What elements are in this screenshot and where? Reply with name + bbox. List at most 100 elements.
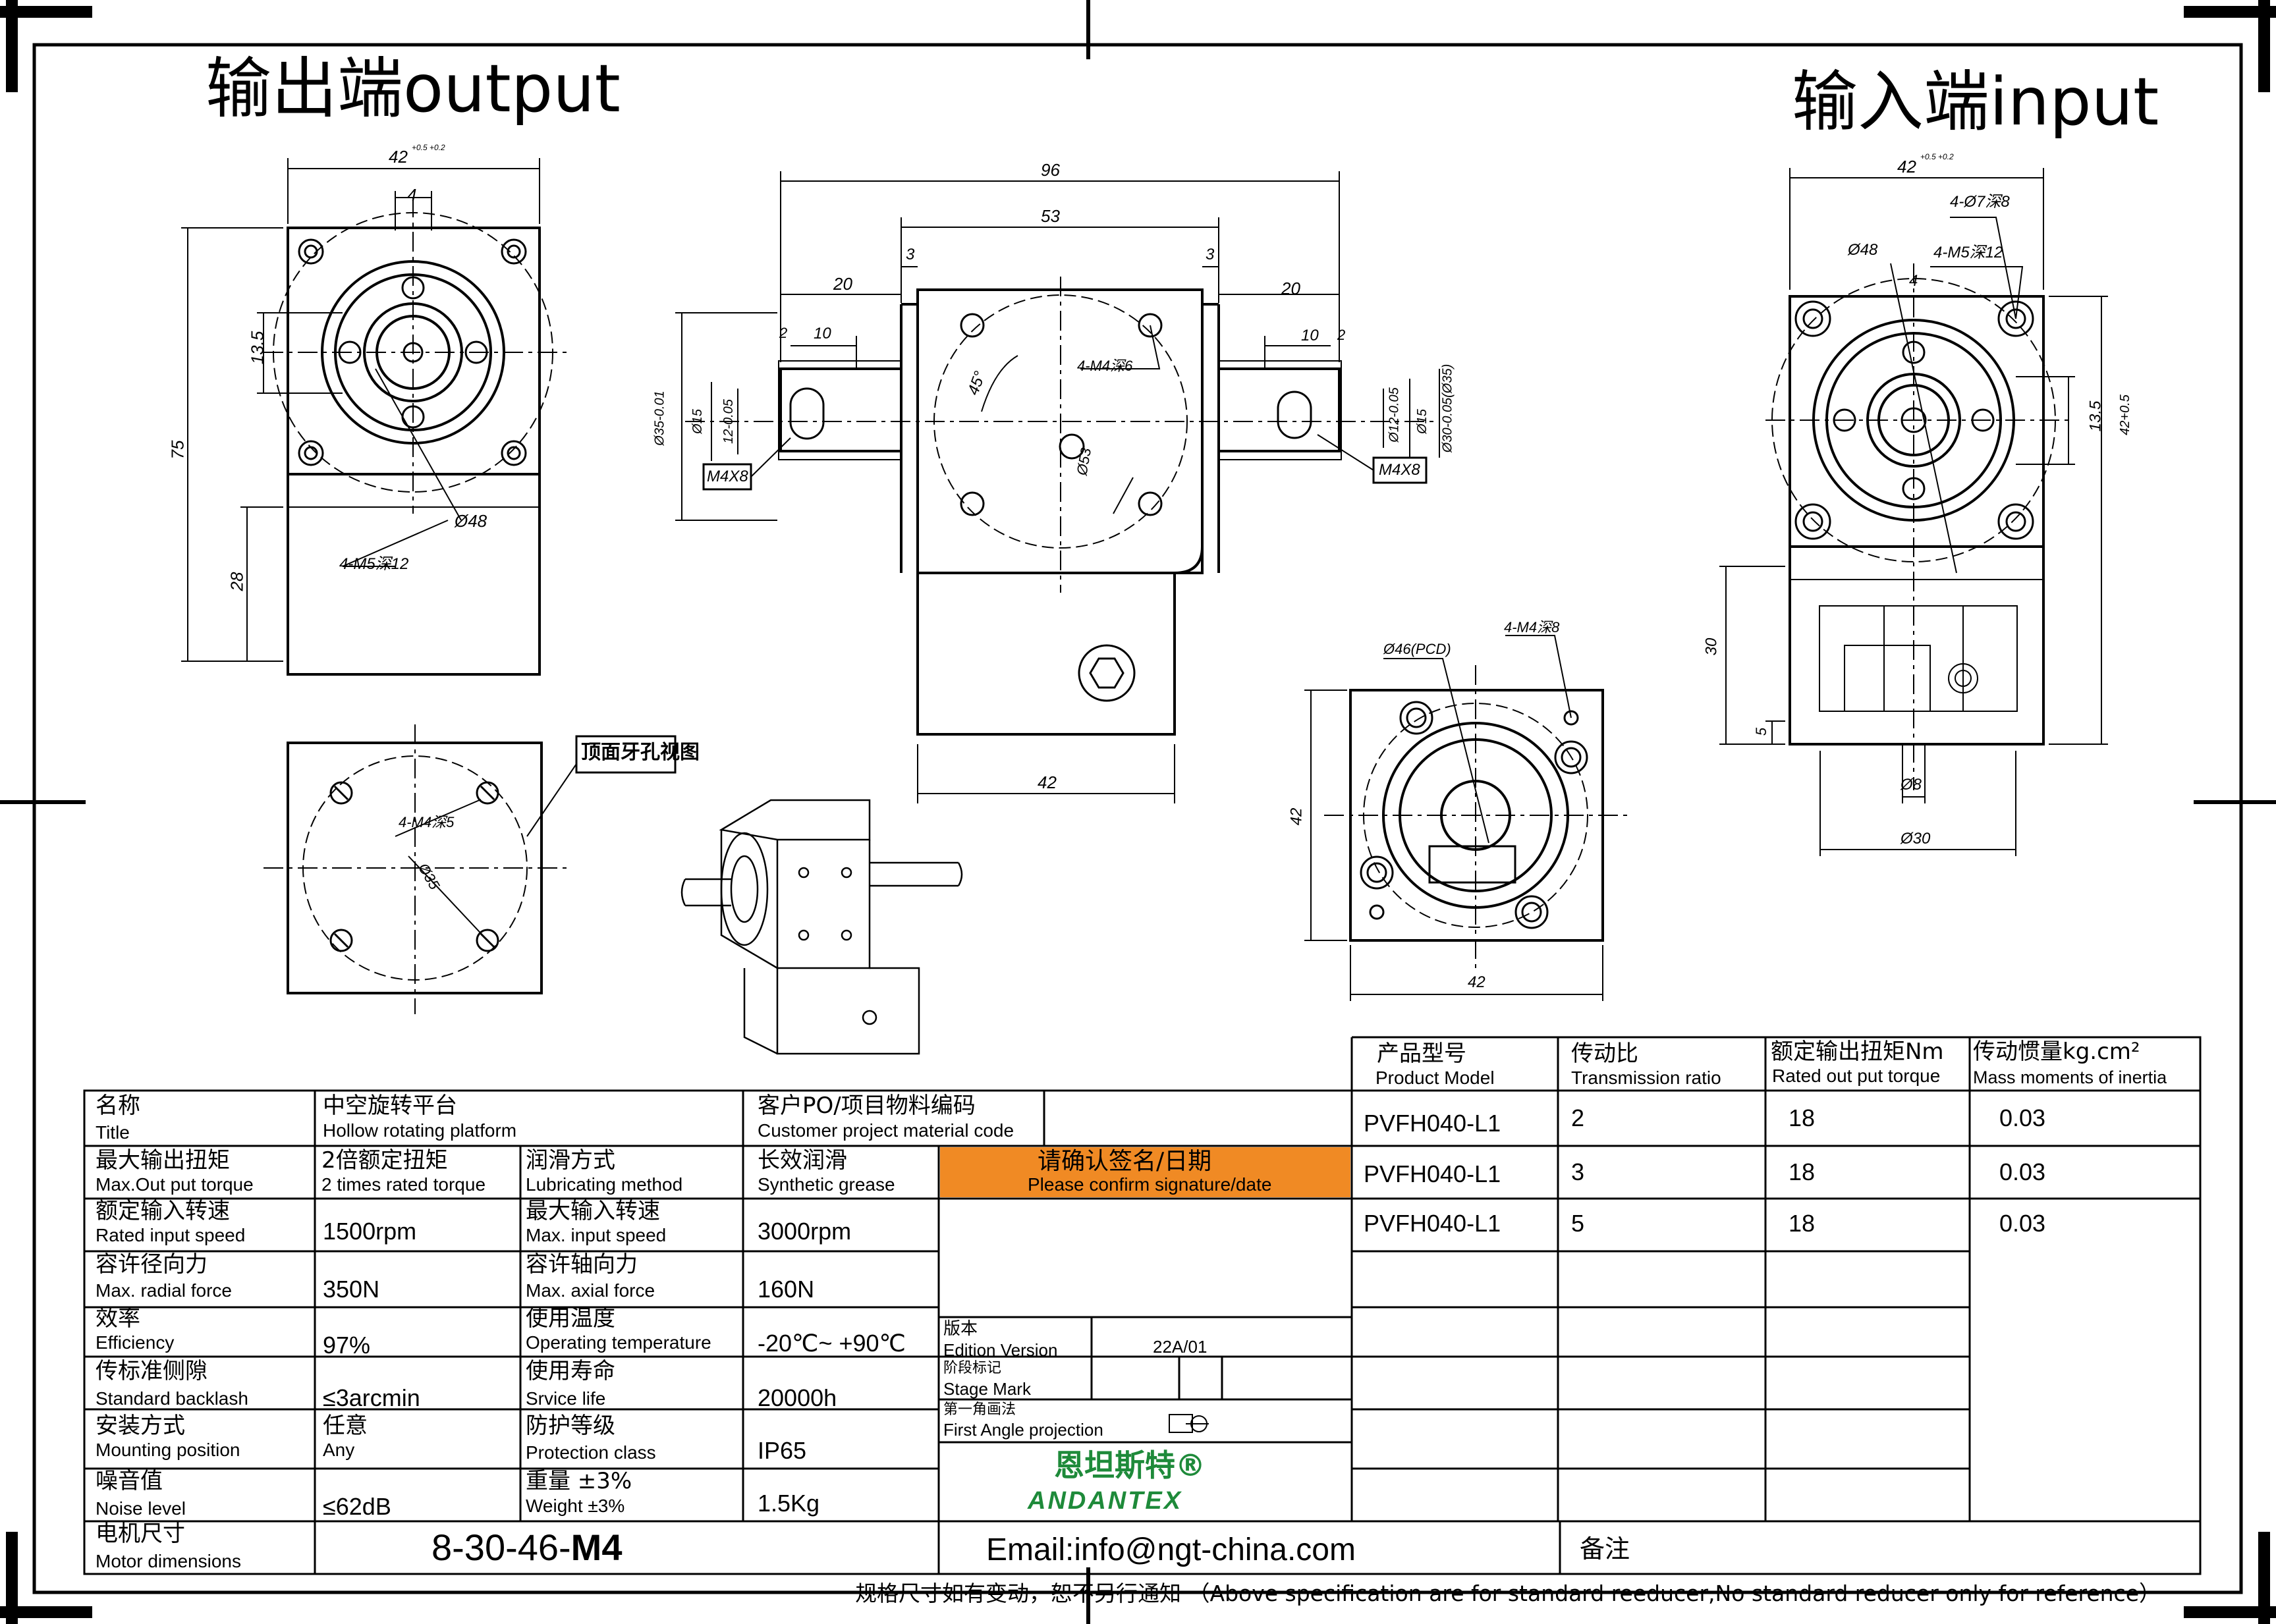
dim-side-3b: 3 <box>1206 246 1215 263</box>
dim-in-d48: Ø48 <box>1848 241 1878 259</box>
input-view <box>1719 168 2108 856</box>
dim-side-2a: 2 <box>779 325 788 341</box>
projection-en: First Angle projection <box>943 1420 1103 1440</box>
spec-motor-val: 8-30-46-M4 <box>431 1529 622 1566</box>
dim-side-12a: 12-0.05 <box>721 399 736 444</box>
dim-fl-m4: 4-M4深8 <box>1504 619 1560 636</box>
dim-top-m4: 4-M4深5 <box>399 814 455 830</box>
pt-header-model-en: Product Model <box>1375 1068 1495 1088</box>
pt-row1-ratio: 2 <box>1571 1104 1585 1131</box>
spec-title-en: Title <box>96 1122 130 1143</box>
remark-label: 备注 <box>1580 1534 1630 1563</box>
dim-in-30: 30 <box>1702 637 1721 656</box>
spec-radial-en: Max. radial force <box>96 1280 232 1301</box>
top-view-callout: 顶面牙孔视图 <box>581 741 700 764</box>
dim-in-135: 13.5 <box>2086 400 2105 432</box>
edition-val: 22A/01 <box>1153 1337 1207 1357</box>
dim-fl-42h: 42 <box>1468 973 1485 991</box>
spec-lub-val-cn: 长效润滑 <box>758 1147 847 1174</box>
dim-out-135: 13.5 <box>247 331 267 365</box>
side-view <box>675 171 1440 803</box>
dim-fl-42v: 42 <box>1287 807 1306 826</box>
pt-row2-inertia: 0.03 <box>1999 1158 2046 1185</box>
spec-title-val-en: Hollow rotating platform <box>323 1120 517 1141</box>
pt-header-inertia-cn: 传动惯量kg.cm² <box>1973 1039 2140 1065</box>
spec-motor-val-b: M4 <box>570 1527 623 1568</box>
spec-backlash-cn: 传标准侧隙 <box>96 1358 208 1384</box>
spec-lub-cn: 润滑方式 <box>526 1147 615 1174</box>
spec-weight-en: Weight ±3% <box>526 1496 625 1516</box>
spec-title-cn: 名称 <box>96 1093 140 1119</box>
dim-side-96: 96 <box>1041 160 1060 180</box>
spec-customer-cn: 客户PO/项目物料编码 <box>758 1093 976 1119</box>
dim-side-12b: Ø12-0.05 <box>1387 387 1402 443</box>
pt-row2-torque: 18 <box>1789 1158 1816 1185</box>
spec-mount-val-cn: 任意 <box>323 1413 368 1439</box>
spec-rated-speed-cn: 额定输入转速 <box>96 1198 230 1224</box>
title-block <box>83 1036 2202 1575</box>
dim-side-m4x8a: M4X8 <box>707 468 748 485</box>
spec-noise-val: ≤62dB <box>323 1493 391 1520</box>
spec-max-speed-val: 3000rpm <box>758 1218 852 1245</box>
footer-note: 规格尺寸如有变动，恕不另行通知 （Above specification are… <box>855 1581 2161 1606</box>
dim-out-28: 28 <box>227 572 247 591</box>
spec-rated-speed-en: Rated input speed <box>96 1225 246 1245</box>
spec-weight-val: 1.5Kg <box>758 1490 820 1517</box>
spec-axial-cn: 容许轴向力 <box>526 1251 638 1278</box>
dim-side-d30: Ø30-0.05(Ø35) <box>1440 364 1455 453</box>
pt-header-ratio-en: Transmission ratio <box>1571 1068 1721 1088</box>
flange-view <box>1304 635 1627 1001</box>
spec-noise-cn: 噪音值 <box>96 1468 163 1494</box>
spec-mount-cn: 安装方式 <box>96 1413 185 1439</box>
spec-max-torque-val-cn: 2倍额定扭矩 <box>321 1147 448 1174</box>
spec-eff-cn: 效率 <box>96 1305 140 1332</box>
isometric-view <box>680 799 963 1055</box>
dim-side-10b: 10 <box>1301 327 1319 344</box>
output-title: 输出端output <box>206 50 621 127</box>
dim-in-m5: 4-M5深12 <box>1933 244 2003 261</box>
dim-side-2b: 2 <box>1337 327 1346 343</box>
pt-row2-ratio: 3 <box>1571 1158 1585 1185</box>
dim-in-5: 5 <box>1753 727 1770 736</box>
spec-max-speed-cn: 最大输入转速 <box>526 1198 660 1224</box>
spec-life-cn: 使用寿命 <box>526 1358 615 1384</box>
pt-header-torque-en: Rated out put torque <box>1772 1066 1941 1086</box>
spec-radial-cn: 容许径向力 <box>96 1251 208 1278</box>
spec-protect-cn: 防护等级 <box>526 1413 615 1439</box>
spec-life-en: Srvice life <box>526 1388 606 1409</box>
drawing-frame <box>32 43 2243 1594</box>
spec-protect-en: Protection class <box>526 1442 656 1463</box>
pt-row1-torque: 18 <box>1789 1104 1816 1131</box>
spec-protect-val: IP65 <box>758 1437 807 1464</box>
dim-out-d48: Ø48 <box>455 511 487 531</box>
pt-header-ratio-cn: 传动比 <box>1571 1041 1638 1067</box>
spec-weight-cn: 重量 ±3% <box>526 1468 632 1494</box>
spec-radial-val: 350N <box>323 1276 380 1303</box>
dim-out-holes: 4-M5深12 <box>339 555 409 573</box>
dim-in-width: 42 <box>1897 157 1916 176</box>
spec-lub-val-en: Synthetic grease <box>758 1174 895 1195</box>
confirm-signature-box <box>940 1147 1350 1197</box>
dim-side-3a: 3 <box>906 246 915 263</box>
dim-side-m4x8b: M4X8 <box>1379 461 1420 479</box>
dim-side-m4d6: 4-M4深6 <box>1077 358 1133 374</box>
spec-life-val: 20000h <box>758 1384 837 1411</box>
pt-header-inertia-en: Mass moments of inertia <box>1973 1068 2167 1087</box>
dim-side-53: 53 <box>1041 206 1060 226</box>
spec-temp-val: -20℃~ +90℃ <box>758 1330 906 1357</box>
projection-cn: 第一角画法 <box>943 1401 1016 1418</box>
spec-title-val-cn: 中空旋转平台 <box>323 1093 457 1119</box>
dim-in-key: 4 <box>1909 272 1918 290</box>
spec-mount-en: Mounting position <box>96 1440 240 1460</box>
pt-header-torque-cn: 额定输出扭矩Nm <box>1771 1039 1944 1065</box>
dim-fl-d46: Ø46(PCD) <box>1383 641 1451 657</box>
spec-axial-en: Max. axial force <box>526 1280 655 1301</box>
spec-motor-val-a: 8-30-46- <box>431 1527 571 1568</box>
stage-en: Stage Mark <box>943 1379 1031 1399</box>
spec-backlash-en: Standard backlash <box>96 1388 248 1409</box>
spec-max-torque-val-en: 2 times rated torque <box>321 1174 486 1195</box>
contact-email: Email:info@ngt-china.com <box>986 1532 1356 1567</box>
company-logo-cn: 恩坦斯特® <box>1054 1448 1206 1483</box>
spec-motor-cn: 电机尺寸 <box>96 1521 185 1547</box>
